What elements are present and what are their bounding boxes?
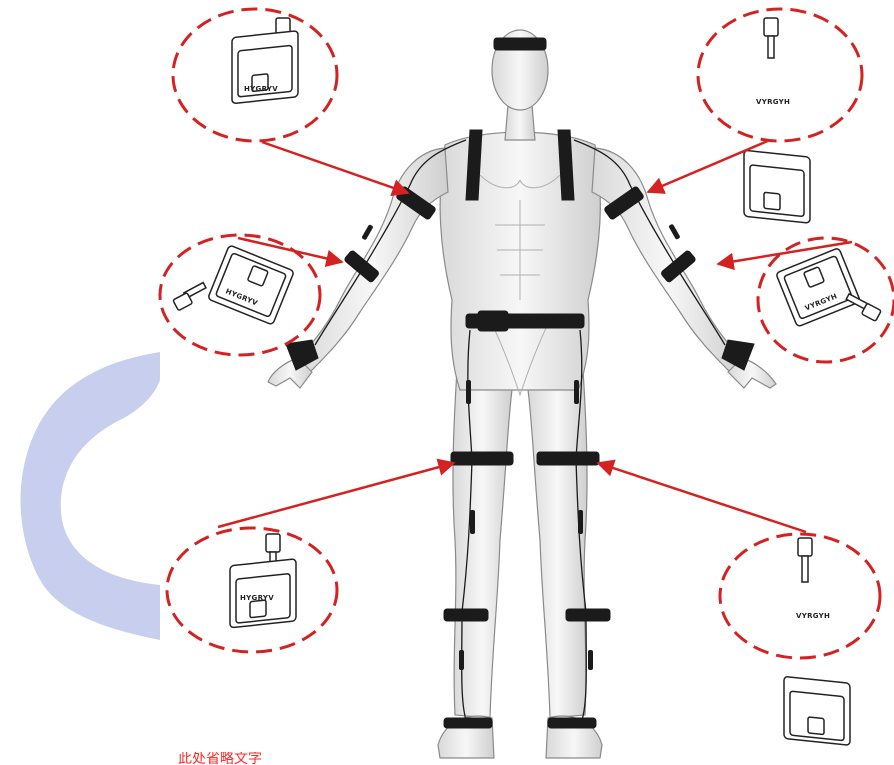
sensor-callout-left-forearm: HYGRYV xyxy=(158,233,322,357)
arrow-left-upper-arm xyxy=(261,140,410,197)
sensor-module-icon xyxy=(172,245,294,325)
sensor-module-icon xyxy=(229,533,297,629)
sensor-callout-right-upper-arm: VYRGYH xyxy=(696,7,864,224)
callout-ring xyxy=(718,532,882,660)
callout-ring xyxy=(756,236,894,364)
callout-ring xyxy=(165,526,339,654)
caption-text: 此处省略文字 xyxy=(178,752,262,765)
headband xyxy=(493,37,547,51)
callout-arrows xyxy=(217,138,853,534)
arrow-left-thigh xyxy=(217,458,456,529)
sensor-callout-right-forearm: VYRGYH xyxy=(756,236,894,364)
arrow-right-upper-arm xyxy=(646,138,771,194)
arrow-right-thigh xyxy=(596,459,807,534)
sensor-label: HYGRYV xyxy=(240,594,274,602)
sensor-module-icon xyxy=(776,248,882,327)
arrow-left-forearm xyxy=(237,236,344,267)
cable-segments xyxy=(362,224,680,670)
callout-ring xyxy=(171,7,339,143)
sensor-label: VYRGYH xyxy=(796,612,830,620)
sensor-label: VYRGYH xyxy=(756,98,790,106)
sensor-module-icon xyxy=(231,17,299,104)
callout-ring xyxy=(158,233,322,357)
sensor-callout-left-thigh: HYGRYV xyxy=(165,526,339,654)
arrow-right-forearm xyxy=(716,240,853,271)
sensor-module-icon xyxy=(743,17,811,224)
sensor-callout-left-upper-arm: HYGRYV xyxy=(171,7,339,143)
sensor-module-icon xyxy=(783,537,851,746)
human-figure xyxy=(267,29,777,759)
sensor-label: HYGRYV xyxy=(244,85,278,93)
muscle-details xyxy=(479,174,561,397)
callout-ring xyxy=(696,7,864,143)
shoulder-harness xyxy=(465,129,575,201)
sensor-callout-right-thigh: VYRGYH xyxy=(718,532,882,746)
background-shape xyxy=(20,352,161,640)
